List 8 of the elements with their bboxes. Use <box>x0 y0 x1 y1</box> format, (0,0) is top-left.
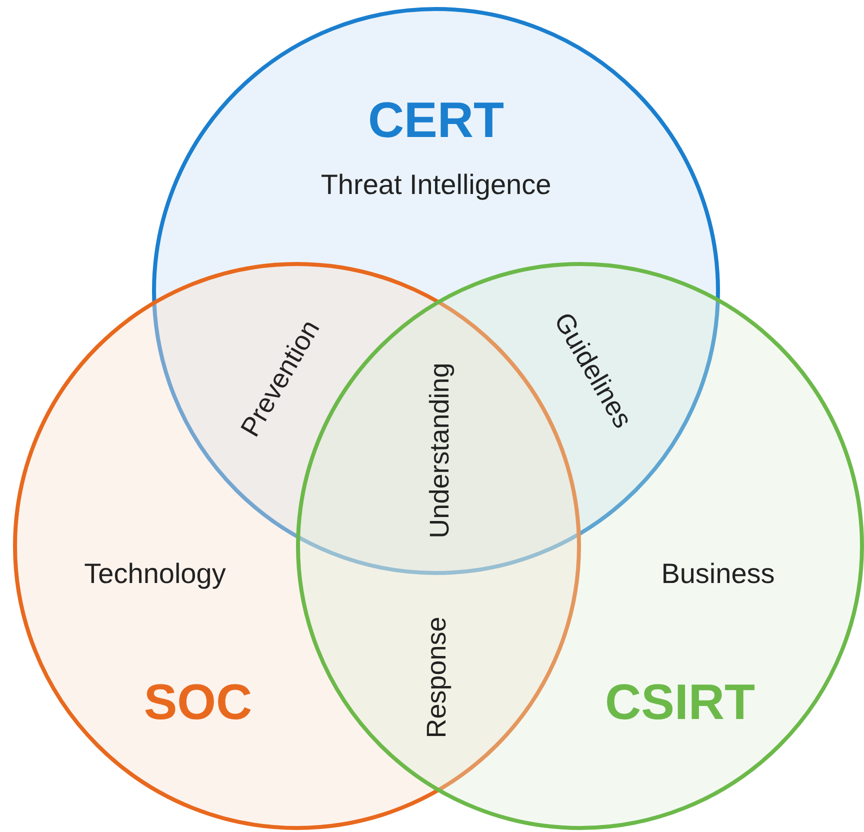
circle-title: CERT <box>368 91 504 149</box>
circle-title: SOC <box>144 673 252 731</box>
circle-label: Threat Intelligence <box>320 169 552 201</box>
circle-title: CSIRT <box>605 673 755 731</box>
circle-label: Business <box>661 558 775 590</box>
overlap-label: Understanding <box>424 362 456 538</box>
overlap-label: Response <box>421 616 452 738</box>
circle-label: Technology <box>84 558 226 590</box>
